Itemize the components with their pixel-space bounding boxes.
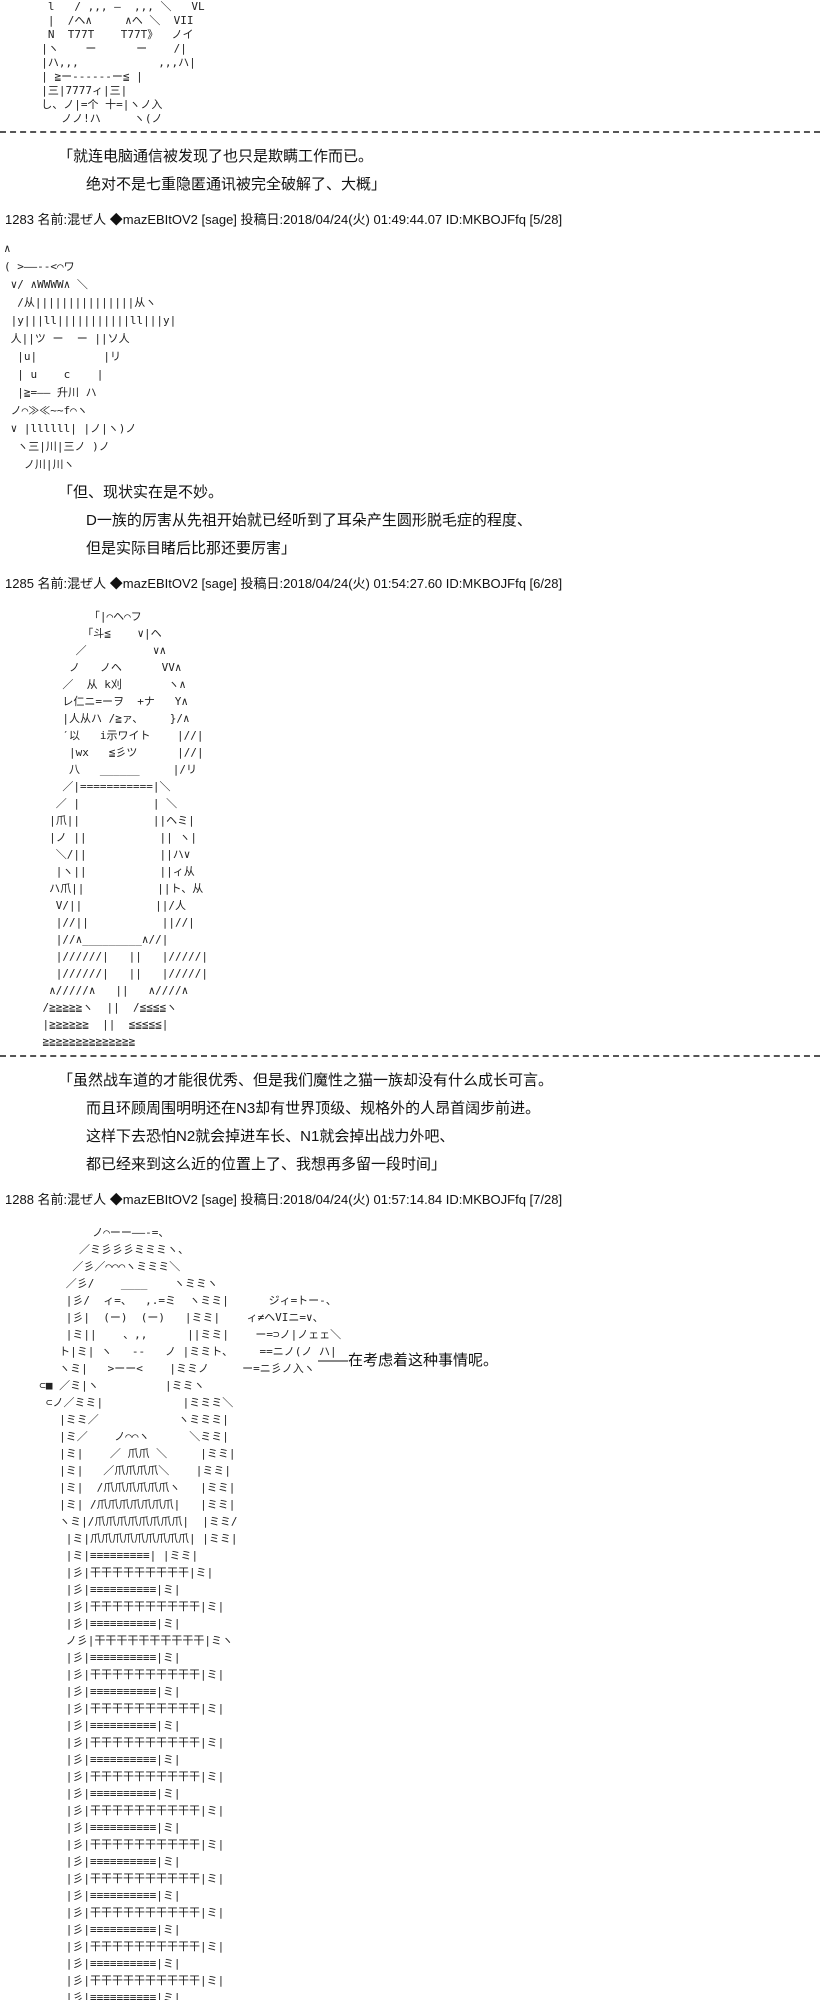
ascii-art-character-1: l / ,,, ― ,,, ＼ VL | /ヘ∧ ∧ヘ ＼ VII N T77T…: [41, 0, 205, 125]
dialogue-line: 但是实际目睹后比那还要厉害」: [86, 540, 297, 557]
dialogue-post-1283: 「就连电脑通信被发现了也只是欺瞒工作而已。 绝对不是七重隐匿通讯被完全破解了、大…: [0, 138, 820, 206]
dialogue-line: 「但、现状实在是不妙。: [58, 484, 224, 501]
dialogue-post-1288: 「虽然战车道的才能很优秀、但是我们魔性之猫一族却没有什么成长可言。 而且环顾周围…: [0, 1062, 820, 1186]
post-header-1288: 1288 名前:混ぜ人 ◆mazEBItOV2 [sage] 投稿日:2018/…: [5, 1192, 563, 1207]
ascii-art-character-3: 「|⌒ヘ⌒フ 「斗≦ ∨|ヘ ／ ∨∧ ノ ノヘ VV∧ ／ 从 k刈 ヽ∧ レ…: [42, 610, 209, 1048]
dialogue-line: 「虽然战车道的才能很优秀、但是我们魔性之猫一族却没有什么成长可言。: [58, 1072, 554, 1089]
dialogue-line: 这样下去恐怕N2就会掉进车长、N1就会掉出战力外吧、: [86, 1128, 455, 1145]
dashed-separator: [0, 131, 820, 133]
narration-text: ——在考虑着这种事情呢。: [318, 1352, 499, 1369]
dashed-separator: [0, 1055, 820, 1057]
post-header-1285: 1285 名前:混ぜ人 ◆mazEBItOV2 [sage] 投稿日:2018/…: [5, 576, 563, 591]
ascii-art-character-4: ノ⌒ーー――-=、 ／ミ彡彡彡ミミミヽ、 ／彡／⌒⌒⌒ヽミミミ＼ ／彡/ ___…: [39, 1226, 342, 2000]
dialogue-line: D一族的厉害从先祖开始就已经听到了耳朵产生圆形脱毛症的程度、: [86, 512, 532, 529]
dialogue-line: 绝对不是七重隐匿通讯被完全破解了、大概」: [86, 176, 387, 193]
dialogue-line: 而且环顾周围明明还在N3却有世界顶级、规格外的人昂首阔步前进。: [86, 1100, 541, 1117]
post-header-1283: 1283 名前:混ぜ人 ◆mazEBItOV2 [sage] 投稿日:2018/…: [5, 212, 563, 227]
ascii-art-block-4-wrap: ノ⌒ーー――-=、 ／ミ彡彡彡ミミミヽ、 ／彡／⌒⌒⌒ヽミミミ＼ ／彡/ ___…: [0, 1224, 820, 2000]
ascii-art-character-2: ∧ ( >――--<⌒ワ ∨/ ∧WWWW∧ ＼ /从|||||||||||||…: [4, 242, 177, 471]
dialogue-line: 「就连电脑通信被发现了也只是欺瞒工作而已。: [58, 148, 374, 165]
dialogue-line: 都已经来到这么近的位置上了、我想再多留一段时间」: [86, 1156, 447, 1173]
dialogue-post-1285: 「但、现状实在是不妙。 D一族的厉害从先祖开始就已经听到了耳朵产生圆形脱毛症的程…: [0, 474, 820, 570]
